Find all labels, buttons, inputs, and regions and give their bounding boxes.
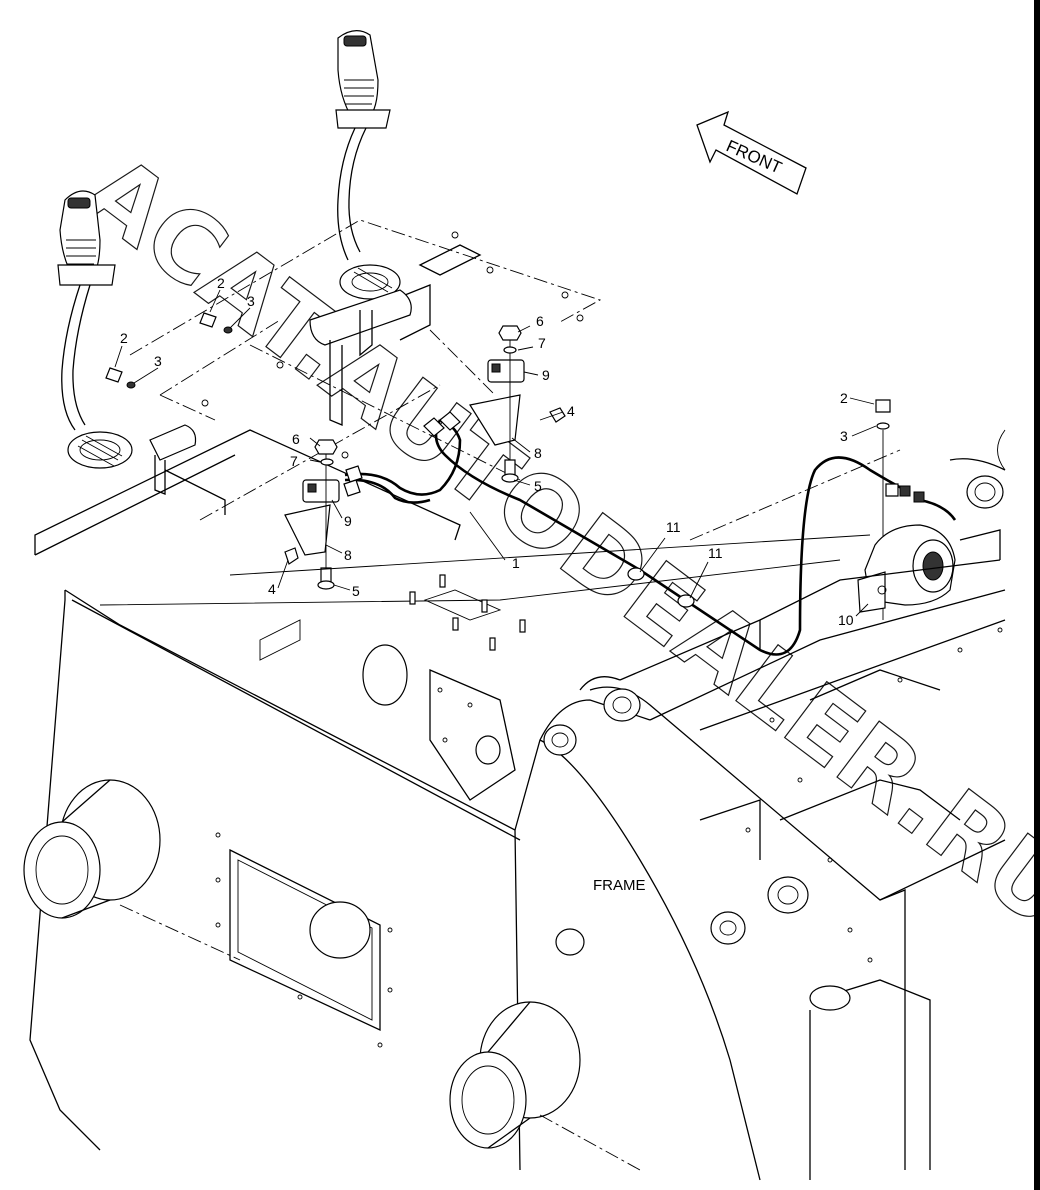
frame-label: FRAME (593, 877, 646, 894)
callout-8-left: 8 (344, 547, 352, 563)
callout-2-alarm: 2 (840, 390, 848, 406)
main-frame (23, 429, 1006, 1181)
clamps (627, 567, 695, 608)
callout-4-right: 4 (567, 403, 575, 419)
callout-1: 1 (512, 555, 520, 571)
front-arrow: FRONT (696, 110, 807, 195)
right-joystick (335, 30, 401, 300)
wire-harness (343, 411, 957, 656)
callout-11-left: 11 (666, 519, 681, 535)
bolts-washers (105, 312, 891, 620)
left-joystick (57, 190, 133, 469)
callout-11-right: 11 (708, 545, 723, 561)
backup-alarm (857, 524, 956, 613)
callouts: 2 3 2 3 6 7 9 4 8 5 6 7 9 8 4 5 1 11 11 … (120, 275, 854, 628)
callout-3-top: 3 (247, 293, 255, 309)
callout-6-right: 6 (536, 313, 544, 329)
callout-4-left: 4 (268, 581, 276, 597)
callout-3-left: 3 (154, 353, 162, 369)
right-edge-bar (1034, 0, 1040, 1190)
callout-7-left: 7 (290, 453, 298, 469)
callout-5-left: 5 (352, 583, 360, 599)
rivets (215, 627, 1003, 1048)
callout-6-left: 6 (292, 431, 300, 447)
callout-5-right: 5 (534, 478, 542, 494)
callout-9-left: 9 (344, 513, 352, 529)
relay-bracket-right (469, 325, 566, 483)
callout-9-right: 9 (542, 367, 550, 383)
leader-lines (114, 289, 877, 617)
callout-3-alarm: 3 (840, 428, 848, 444)
callout-2-left: 2 (120, 330, 128, 346)
lever-brackets (149, 289, 412, 495)
callout-2-top: 2 (217, 275, 225, 291)
callout-8-right: 8 (534, 445, 542, 461)
callout-10: 10 (838, 612, 854, 628)
relay-bracket-left (284, 439, 340, 590)
callout-7-right: 7 (538, 335, 546, 351)
